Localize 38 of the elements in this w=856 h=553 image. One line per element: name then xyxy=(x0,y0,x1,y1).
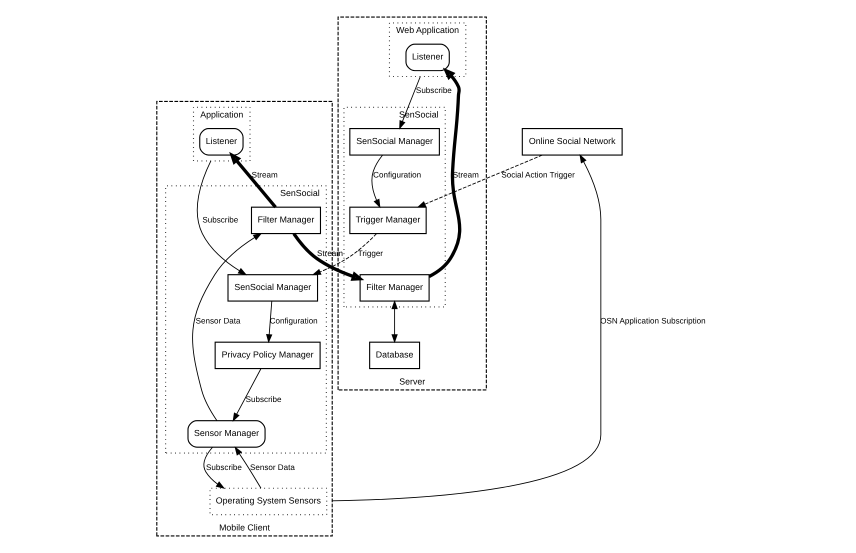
arrow xyxy=(371,154,383,208)
edge-label: Subscribe xyxy=(416,86,452,96)
node-box: Listener xyxy=(405,44,450,72)
arrow xyxy=(229,152,277,208)
edge-label: Subscribe xyxy=(206,462,242,472)
edge-label: Social Action Trigger xyxy=(501,170,575,180)
edge-label: Subscribe xyxy=(202,215,238,224)
node-box: SenSocial Manager xyxy=(349,128,440,156)
node-box: SenSocial Manager xyxy=(227,274,318,302)
arrow xyxy=(232,368,262,422)
arrow xyxy=(391,300,398,344)
edge-label: Sensor Data xyxy=(250,462,295,472)
node-box: Listener xyxy=(199,128,244,156)
node-box: Online Social Network xyxy=(522,128,623,156)
arrow xyxy=(312,233,377,276)
edge-label: Stream xyxy=(252,170,278,180)
arrow xyxy=(203,446,226,489)
node-box: Trigger Manager xyxy=(349,206,427,234)
edge-label: Sensor Data xyxy=(196,316,241,326)
edge-label: Configuration xyxy=(373,170,422,180)
edge-label: Trigger xyxy=(358,249,384,258)
node-box: Filter Manager xyxy=(360,274,430,302)
node-box: Sensor Manager xyxy=(187,420,266,448)
edge-label: Configuration xyxy=(270,316,318,326)
arrow xyxy=(266,300,272,344)
arrow xyxy=(428,68,462,278)
arrow xyxy=(416,154,543,208)
node-box: Operating System Sensors xyxy=(209,488,328,516)
arrow xyxy=(192,232,262,422)
arrow xyxy=(332,154,602,502)
edge-label: Subscribe xyxy=(246,395,282,404)
edge-label: Stream xyxy=(452,170,479,180)
node-box: Privacy Policy Manager xyxy=(214,342,321,370)
node-box: Filter Manager xyxy=(250,206,322,234)
arrow xyxy=(292,232,364,281)
arrow xyxy=(234,446,262,489)
arrow xyxy=(196,160,248,276)
node-box: Database xyxy=(369,342,420,370)
